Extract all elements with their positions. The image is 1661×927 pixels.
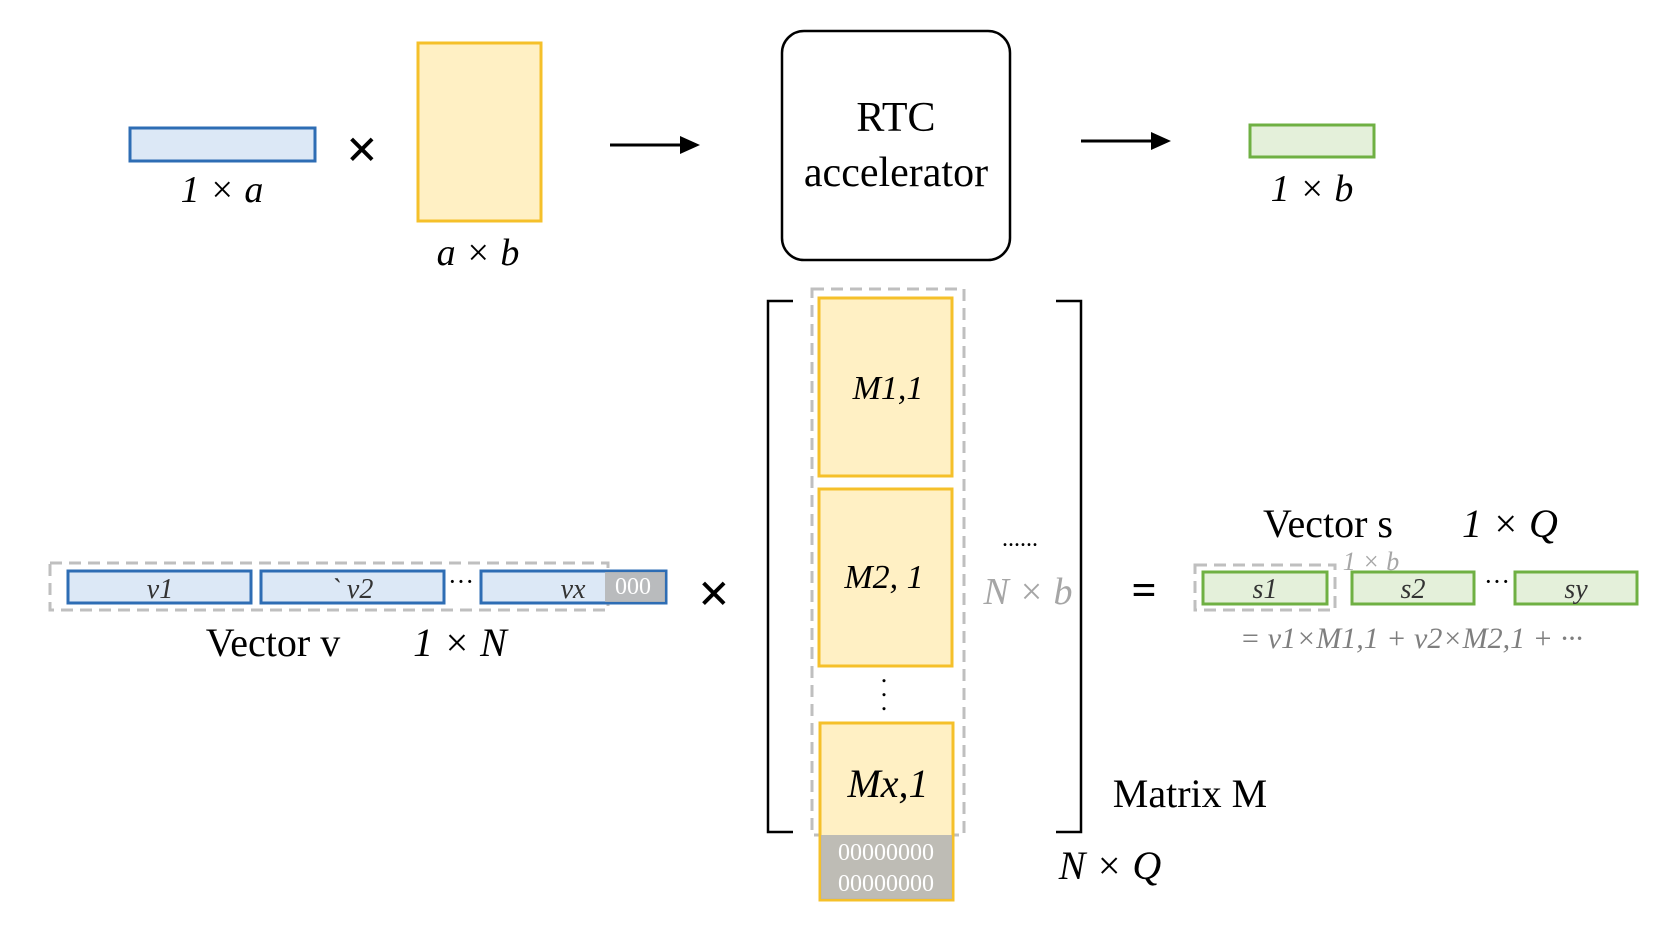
vector-v-dim: 1 × N [413,620,509,665]
rtc-accelerator-subtitle: accelerator [804,150,988,196]
vector-s-cell-1 [1201,570,1329,606]
output-vector-dim-label: 1 × b [1271,168,1354,210]
matrix-block-2-1 [817,487,954,668]
vector-s-ellipsis: ··· [1484,567,1510,596]
matrix-padding-zeros-line-1: 00000000 [838,840,934,866]
svg-text:.: . [881,673,888,702]
rtc-accelerator-title: RTC [856,95,935,141]
weight-matrix-block [416,41,543,223]
vector-v-group: v1 ` v2 ··· vx 000 Vector v 1 × N [48,561,668,665]
matrix-right-bracket [1056,299,1083,834]
rtc-accelerator-box [780,29,1012,262]
svg-text:.: . [881,687,888,716]
vector-v-ellipsis: ··· [448,567,474,596]
vector-v-zero-padding [605,572,665,602]
multiply-sign-top: × [346,119,378,181]
output-vector-block [1248,123,1376,159]
vector-s-dim: 1 × Q [1462,501,1558,546]
matrix-column-dim-label: N × b [983,571,1073,613]
matrix-m-label: Matrix M [1113,771,1267,816]
vector-s-formula: = v1×M1,1 + v2×M2,1 + ··· [1240,622,1583,655]
input-vector-block [128,126,317,163]
vector-s-group: Vector s 1 × Q 1 × b s1 s2 ··· sy = v1×M… [1193,501,1639,655]
matrix-vertical-ellipsis: . . . [881,659,888,716]
matrix-block-2-1-label: M2, 1 [843,559,923,596]
svg-text:.: . [881,659,888,688]
weight-matrix-dim-label: a × b [437,232,520,274]
top-row: 1 × a × a × b RTC accelerator 1 × b [128,29,1376,274]
vector-v-cell-x-label: vx [561,574,586,605]
matrix-zero-padding [821,835,952,899]
vector-s-cell-1-label: s1 [1253,574,1278,605]
matrix-column-dashed-outline [810,287,966,837]
arrow-from-accelerator [1081,132,1171,150]
matrix-m-group: M1,1 M2, 1 . . . Mx,1 00000000 00000000 … [766,287,1267,902]
arrow-to-accelerator [610,136,700,154]
vector-v-cell-2-label: ` v2 [331,574,374,605]
matrix-block-1-1 [817,296,954,478]
vector-s-label: Vector s [1263,501,1393,546]
vector-s-cell-2-label: s2 [1401,574,1426,605]
matrix-m-dim: N × Q [1058,843,1162,888]
vector-s-cell-y [1513,570,1639,606]
multiply-sign-bottom: × [698,563,730,625]
matrix-left-bracket [766,299,793,834]
matrix-block-x-1-label: Mx,1 [846,761,928,806]
vector-s-cell-y-label: sy [1564,574,1588,605]
vector-s-cell-2 [1350,570,1476,606]
vector-v-cell-1 [66,569,253,605]
matrix-horizontal-ellipsis: ...... [1002,526,1038,552]
vector-v-padding-zeros: 000 [615,574,651,600]
vector-v-cell-1-label: v1 [147,574,173,605]
vector-s-cell-1-dashed-outline [1193,563,1337,612]
matrix-padding-zeros-line-2: 00000000 [838,871,934,897]
vector-v-label: Vector v [206,620,340,665]
vector-v-cell-2 [259,569,446,605]
equals-sign: = [1131,566,1156,615]
matrix-block-1-1-label: M1,1 [852,370,924,407]
input-vector-dim-label: 1 × a [181,169,264,211]
